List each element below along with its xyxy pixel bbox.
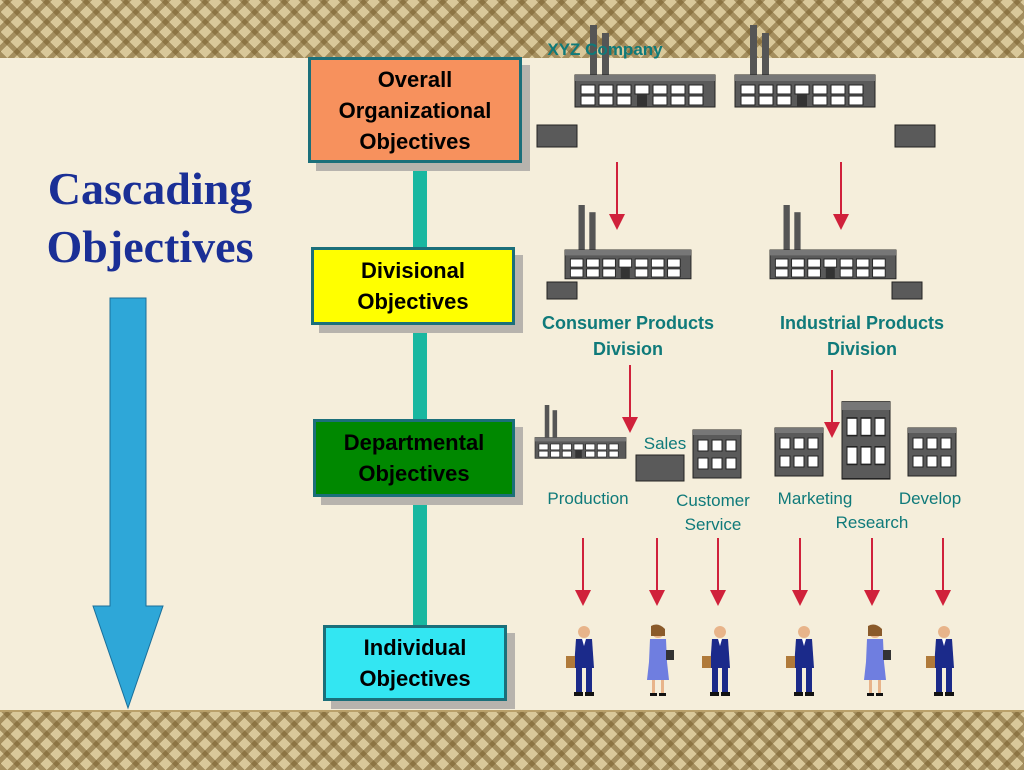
hierarchy-connector: [413, 160, 427, 630]
title-line-2: Objectives: [46, 221, 254, 272]
cascading-down-arrow: [92, 297, 164, 710]
person-icon-3: [702, 626, 730, 696]
bottom-border-band: [0, 710, 1024, 770]
cascade-red-arrows: [575, 162, 951, 606]
division-label-line: Industrial Products: [779, 313, 945, 333]
level-label-line: Organizational: [338, 97, 492, 123]
customer-service-label: Customer Service: [663, 489, 763, 537]
company-factory-right: [734, 24, 876, 108]
division-label-line: Division: [826, 339, 897, 359]
industrial-division-label: Industrial Products Division: [752, 310, 972, 362]
level-label-line: Overall: [377, 66, 453, 92]
consumer-products-factory: [564, 204, 692, 280]
top-border-band: [0, 0, 1024, 60]
production-label: Production: [547, 489, 629, 508]
person-icon-4: [786, 626, 814, 696]
person-icon-5: [864, 624, 891, 696]
marketing-label: Marketing: [777, 489, 853, 508]
departmental-objectives-box: Departmental Objectives: [313, 419, 515, 497]
person-icon-1: [566, 626, 594, 696]
level-label-line: Individual: [363, 635, 467, 660]
level-label-line: Objectives: [359, 666, 471, 691]
department-label-line: Customer: [676, 491, 750, 510]
sales-building: [635, 454, 685, 482]
industrial-products-factory: [769, 204, 897, 280]
slide-title: Cascading Objectives: [30, 160, 270, 276]
level-label-line: Objectives: [358, 461, 470, 486]
research-building: [841, 401, 891, 480]
production-factory: [534, 404, 627, 459]
research-label: Research: [835, 513, 909, 532]
level-label-line: Objectives: [357, 289, 469, 314]
department-label-line: Service: [684, 515, 742, 534]
company-name: XYZ Company: [547, 40, 663, 59]
overall-objectives-box: Overall Organizational Objectives: [308, 57, 522, 163]
divisional-objectives-box: Divisional Objectives: [311, 247, 515, 325]
develop-label: Develop: [898, 489, 962, 508]
sales-label: Sales: [643, 434, 687, 453]
develop-building: [907, 427, 957, 477]
level-label-line: Departmental: [343, 430, 485, 455]
level-label-line: Objectives: [359, 128, 471, 154]
slide-background: [0, 58, 1024, 710]
title-line-1: Cascading: [47, 163, 253, 214]
marketing-building: [774, 427, 824, 477]
individual-objectives-box: Individual Objectives: [323, 625, 507, 701]
division-label-line: Division: [592, 339, 663, 359]
person-icon-2: [647, 624, 674, 696]
person-icon-6: [926, 626, 954, 696]
level-label-line: Divisional: [361, 258, 465, 283]
division-label-line: Consumer Products: [541, 313, 715, 333]
customer-service-building: [692, 429, 742, 479]
consumer-division-label: Consumer Products Division: [517, 310, 739, 362]
